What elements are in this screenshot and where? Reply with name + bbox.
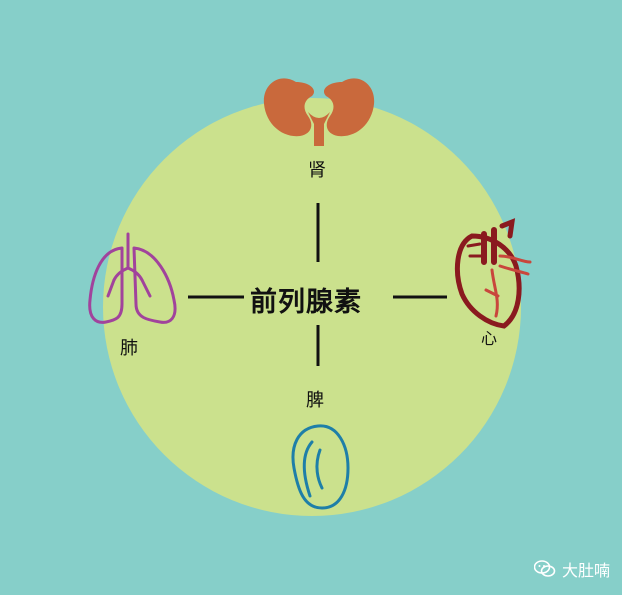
spleen-icon bbox=[291, 424, 350, 510]
center-label: 前列腺素 bbox=[250, 287, 362, 318]
lung-label: 肺 bbox=[120, 338, 138, 359]
watermark: 大肚喃 bbox=[533, 557, 610, 581]
heart-icon bbox=[454, 218, 532, 329]
spleen-label: 脾 bbox=[306, 390, 324, 411]
kidney-icon bbox=[263, 78, 375, 146]
kidney-label: 肾 bbox=[308, 160, 326, 181]
wechat-icon bbox=[533, 560, 556, 577]
heart-label: 心 bbox=[481, 329, 498, 348]
lung-icon bbox=[88, 232, 177, 324]
watermark-text: 大肚喃 bbox=[561, 561, 610, 580]
background-circle bbox=[103, 98, 521, 516]
